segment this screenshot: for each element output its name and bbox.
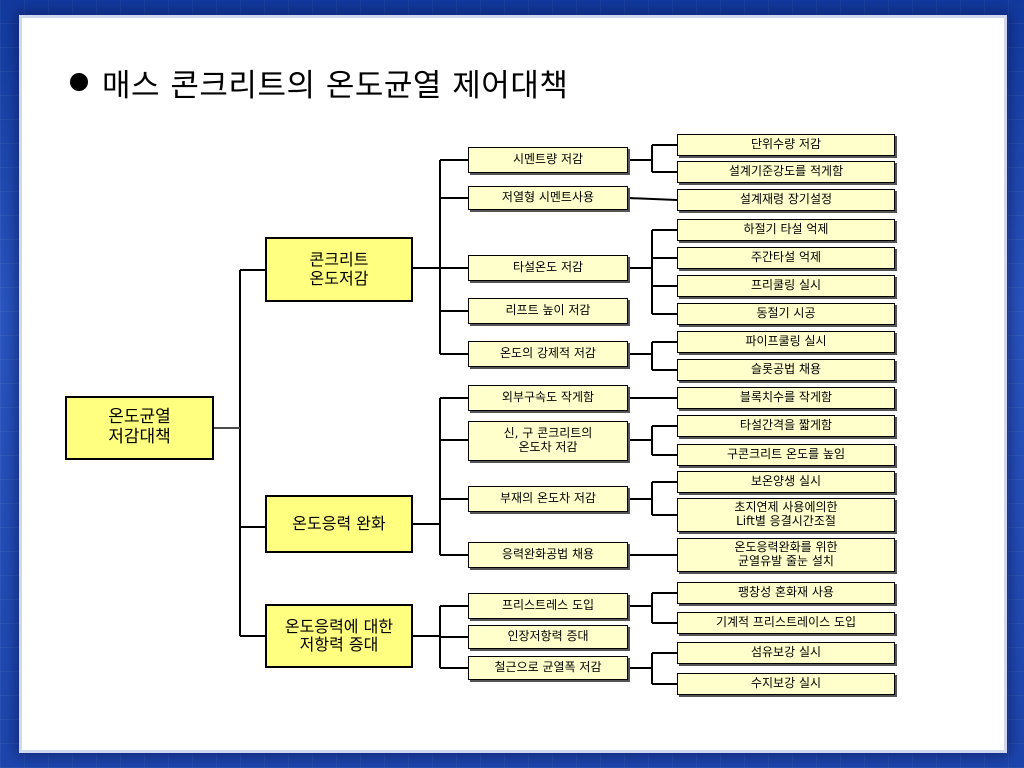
level2-box: 프리스트레스 도입 [468, 593, 628, 619]
slide-title-text: 매스 콘크리트의 온도균열 제어대책 [102, 67, 569, 104]
level3-box: 온도응력완화를 위한 균열유발 줄눈 설치 [677, 538, 895, 572]
level3-box: 보온양생 실시 [677, 471, 895, 493]
level1-box: 온도응력에 대한 저항력 증대 [265, 604, 413, 668]
level3-box: 단위수량 저감 [677, 134, 895, 156]
level3-box: 팽창성 혼화재 사용 [677, 582, 895, 604]
level2-box: 응력완화공법 채용 [468, 542, 628, 568]
level3-box: 초지연제 사용에의한 Lift별 응결시간조절 [677, 498, 895, 532]
level2-box: 타설온도 저감 [468, 255, 628, 281]
slide-title: 매스 콘크리트의 온도균열 제어대책 [70, 60, 568, 104]
level3-box: 섬유보강 실시 [677, 642, 895, 664]
level3-box: 파이프쿨링 실시 [677, 331, 895, 353]
level2-box: 부재의 온도차 저감 [468, 486, 628, 512]
level2-box: 시멘트량 저감 [468, 147, 628, 173]
level2-box: 온도의 강제적 저감 [468, 341, 628, 367]
level3-box: 타설간격을 짧게함 [677, 415, 895, 437]
bullet-icon [70, 73, 88, 91]
level3-box: 블록치수를 작게함 [677, 387, 895, 409]
level3-box: 설계기준강도를 적게함 [677, 161, 895, 183]
level2-box: 철근으로 균열폭 저감 [468, 656, 628, 680]
level2-box: 외부구속도 작게함 [468, 385, 628, 411]
level3-box: 주간타설 억제 [677, 247, 895, 269]
level2-box: 신, 구 콘크리트의 온도차 저감 [468, 421, 628, 461]
level3-box: 프리쿨링 실시 [677, 275, 895, 297]
level3-box: 슬롯공법 채용 [677, 359, 895, 381]
level2-box: 리프트 높이 저감 [468, 298, 628, 324]
root-box: 온도균열 저감대책 [65, 396, 214, 460]
level3-box: 구콘크리트 온도를 높임 [677, 444, 895, 466]
level3-box: 수지보강 실시 [677, 673, 895, 695]
level2-box: 저열형 시멘트사용 [468, 186, 628, 210]
level2-box: 인장저항력 증대 [468, 625, 628, 649]
level3-box: 기계적 프리스트레이스 도입 [677, 612, 895, 634]
level1-box: 콘크리트 온도저감 [265, 237, 413, 302]
level3-box: 하절기 타설 억제 [677, 219, 895, 241]
level1-box: 온도응력 완화 [265, 495, 413, 553]
level3-box: 동절기 시공 [677, 303, 895, 325]
level3-box: 설계재령 장기설정 [677, 189, 895, 211]
